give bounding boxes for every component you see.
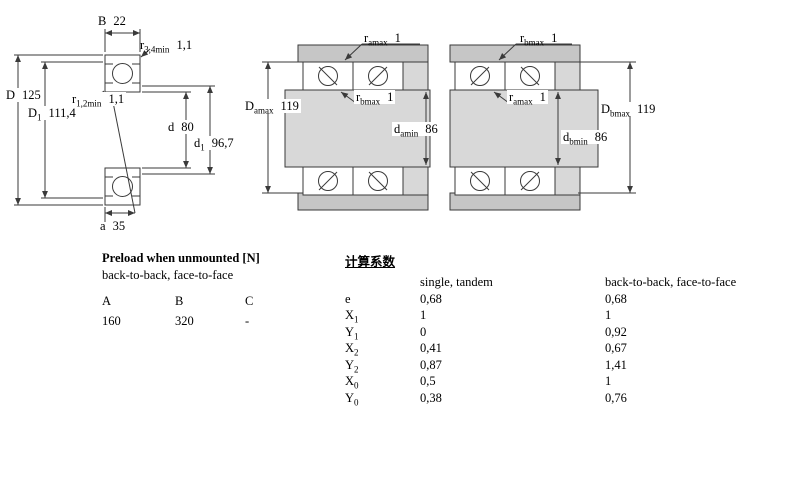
factor-value: 0 <box>420 324 427 339</box>
factor-value: 0,38 <box>420 390 442 405</box>
factor-value: 0,87 <box>420 357 442 372</box>
factor-label: X2 <box>345 341 359 358</box>
preload-value: - <box>245 314 250 328</box>
preload-col-header: B <box>175 294 184 308</box>
calculation-factors-table: 计算系数 single, tandem back-to-back, face-t… <box>345 251 795 407</box>
factor-label: X1 <box>345 308 359 325</box>
factor-value: 1 <box>605 308 612 322</box>
bearing-ball <box>112 63 133 84</box>
factor-value: 0,68 <box>605 291 627 306</box>
factor-value: 0,92 <box>605 324 627 339</box>
face-to-face-arrangement-drawing <box>449 43 636 211</box>
factors-table-title: 计算系数 <box>345 255 396 269</box>
preload-table-grid: A B C 160 320 - <box>102 295 322 328</box>
factors-label-header <box>345 276 420 289</box>
preload-value: 320 <box>175 314 194 328</box>
left-drawing-dimension-lines <box>14 29 215 222</box>
preload-table: Preload when unmounted [N] back-to-back,… <box>102 251 322 328</box>
preload-table-subtitle: back-to-back, face-to-face <box>102 268 234 282</box>
housing-section <box>297 44 429 63</box>
housing-section <box>449 44 581 63</box>
bearing-cross-section-drawing <box>104 54 141 214</box>
factor-value: 0,76 <box>605 390 627 405</box>
housing-section <box>449 192 581 211</box>
factors-table-grid: single, tandem back-to-back, face-to-fac… <box>345 275 795 407</box>
factor-label: Y0 <box>345 390 359 407</box>
factors-col2-header: back-to-back, face-to-face <box>605 275 737 289</box>
preload-col-header: A <box>102 294 112 308</box>
preload-value: 160 <box>102 314 121 328</box>
factor-label: e <box>345 291 351 306</box>
factor-value: 0,41 <box>420 341 442 355</box>
factor-value: 0,68 <box>420 291 442 306</box>
factor-value: 1 <box>605 374 612 388</box>
preload-col-header: C <box>245 294 254 308</box>
factor-value: 1,41 <box>605 357 627 372</box>
factor-value: 0,5 <box>420 374 436 388</box>
contact-angle-line <box>110 91 136 214</box>
factor-value: 1 <box>420 308 427 322</box>
factor-label: Y1 <box>345 324 359 341</box>
factor-label: Y2 <box>345 357 359 374</box>
bearing-ball <box>112 176 133 197</box>
factors-col1-header: single, tandem <box>420 275 493 289</box>
factor-value: 0,67 <box>605 341 627 355</box>
housing-section <box>297 192 429 211</box>
factor-label: X0 <box>345 374 359 391</box>
preload-table-title: Preload when unmounted [N] <box>102 251 260 265</box>
